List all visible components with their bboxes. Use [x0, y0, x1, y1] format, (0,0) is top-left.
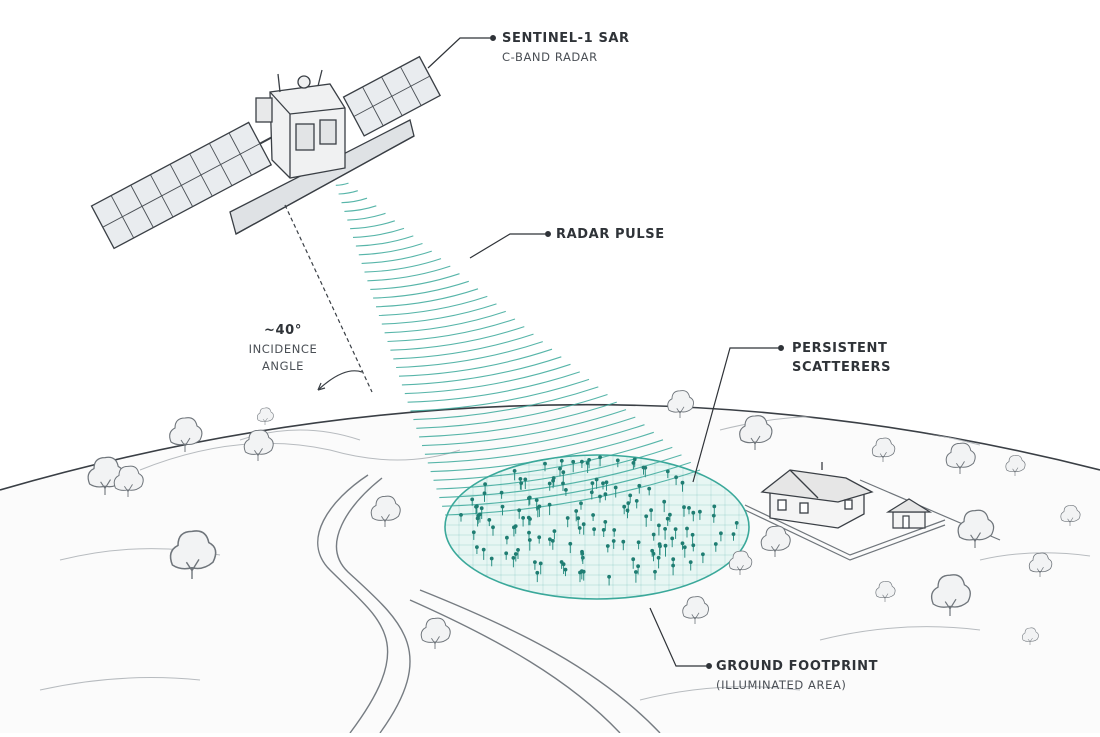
scatterers-label: PERSISTENT SCATTERERS	[792, 341, 891, 375]
tree-icon	[113, 465, 144, 498]
satellite-label-title: SENTINEL-1 SAR	[502, 31, 630, 46]
tree-icon	[1028, 552, 1053, 577]
tree-icon	[875, 581, 896, 603]
tree-icon	[682, 596, 709, 625]
footprint-label: GROUND FOOTPRINT (ILLUMINATED AREA)	[716, 659, 878, 692]
incidence-angle-line2: ANGLE	[261, 359, 305, 373]
footprint-label-subtitle: (ILLUMINATED AREA)	[716, 678, 847, 692]
radar-pulse-label: RADAR PULSE	[556, 227, 665, 242]
satellite-label-subtitle: C-BAND RADAR	[502, 50, 598, 64]
shed-icon	[885, 498, 933, 529]
winding-road	[317, 474, 661, 734]
tree-icon	[257, 407, 274, 425]
incidence-angle-line1: INCIDENCE	[248, 342, 318, 356]
tree-icon	[957, 509, 995, 549]
tree-icon	[1022, 627, 1039, 645]
incidence-angle-value: ~40°	[264, 323, 302, 338]
radar-pulse-waves	[332, 175, 701, 516]
tree-icon	[728, 550, 753, 575]
incidence-angle-label: ~40° INCIDENCE ANGLE	[238, 323, 328, 373]
tree-icon	[945, 442, 976, 475]
footprint-label-title: GROUND FOOTPRINT	[716, 659, 879, 674]
scatterers-label-line2: SCATTERERS	[792, 360, 892, 375]
trees	[87, 390, 1081, 650]
tree-icon	[169, 417, 203, 452]
persistent-scatterers	[459, 455, 739, 586]
scatterers-label-line1: PERSISTENT	[792, 341, 888, 356]
tree-icon	[760, 525, 791, 558]
leader-lines	[427, 34, 784, 669]
tree-icon	[871, 437, 896, 462]
tree-icon	[667, 390, 694, 419]
tree-icon	[370, 495, 401, 528]
satellite-icon	[90, 55, 441, 250]
tree-icon	[739, 415, 773, 450]
tree-icon	[930, 574, 971, 617]
tree-icon	[420, 617, 451, 650]
tree-icon	[169, 530, 217, 579]
tree-icon	[1060, 505, 1081, 527]
radar-pulse-label-title: RADAR PULSE	[556, 227, 665, 242]
house-icon	[760, 462, 874, 529]
satellite-label: SENTINEL-1 SAR C-BAND RADAR	[502, 31, 630, 64]
incidence-angle-marker	[284, 204, 373, 393]
tree-icon	[243, 429, 274, 462]
tree-icon	[1005, 455, 1026, 477]
